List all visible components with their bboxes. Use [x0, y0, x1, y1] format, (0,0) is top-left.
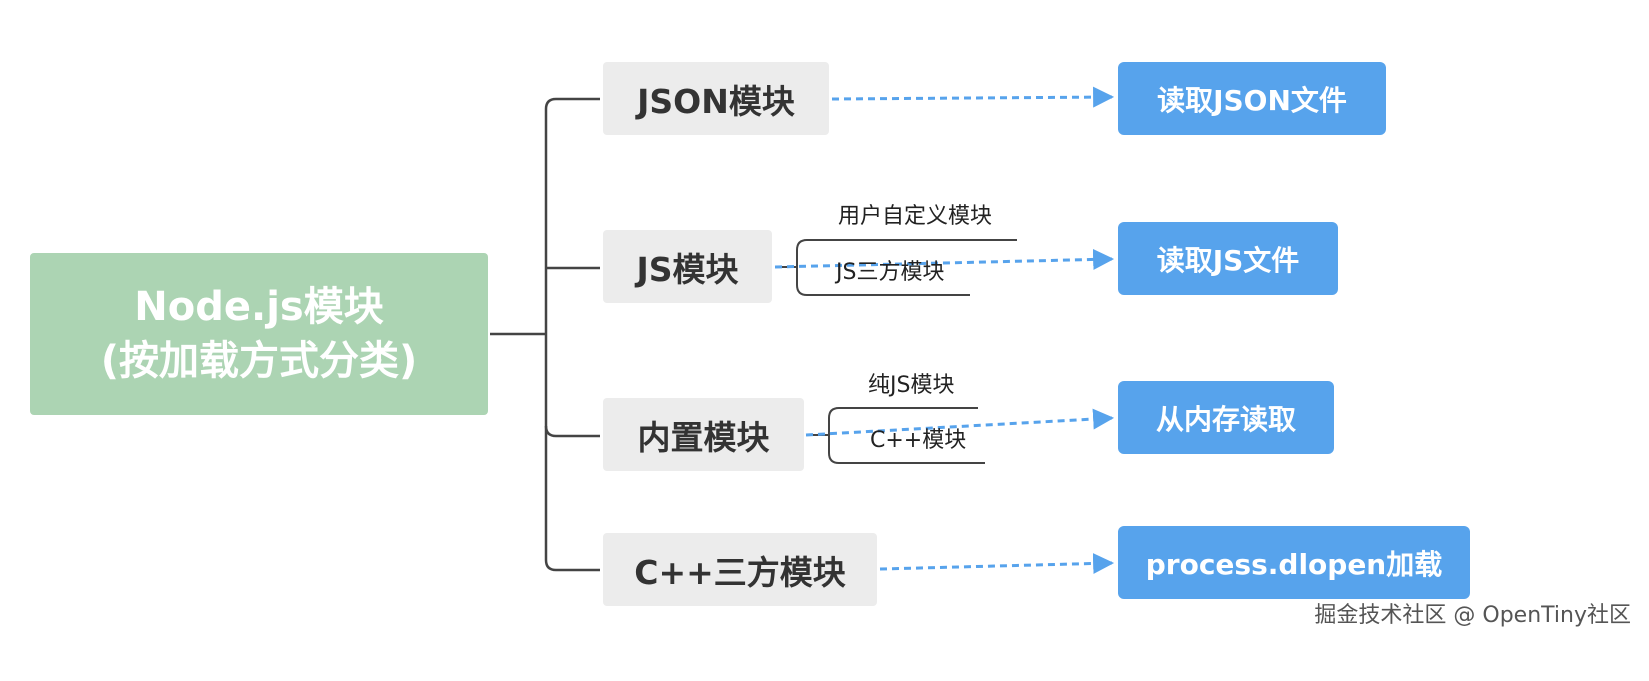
- watermark-text: 掘金技术社区 @ OpenTiny社区: [1314, 603, 1631, 628]
- category-label: 内置模块: [637, 417, 770, 457]
- result-read-from-memory: 从内存读取: [1118, 381, 1334, 454]
- category-js-module: JS模块: [603, 230, 772, 303]
- arrow-cpp: [879, 552, 1115, 574]
- subtype-cpp: C++模块: [870, 428, 967, 453]
- category-builtin-module: 内置模块: [603, 398, 804, 471]
- subtype-user-defined: 用户自定义模块: [838, 204, 993, 229]
- subtype-pure-js: 纯JS模块: [868, 373, 955, 398]
- category-json-module: JSON模块: [603, 62, 829, 135]
- category-label: JS模块: [636, 249, 739, 289]
- root-node: Node.js模块 (按加载方式分类): [30, 253, 488, 415]
- result-read-js-file: 读取JS文件: [1118, 222, 1338, 295]
- category-cpp-thirdparty-module: C++三方模块: [603, 533, 877, 606]
- result-label: 读取JSON文件: [1157, 83, 1347, 117]
- arrow-builtin: [805, 408, 1115, 437]
- result-dlopen-load: process.dlopen加载: [1118, 526, 1470, 599]
- main-tree-connector: [490, 97, 600, 572]
- subtype-js-thirdparty: JS三方模块: [836, 260, 945, 285]
- root-title: Node.js模块: [134, 284, 384, 330]
- dashed-arrows: [774, 86, 1115, 574]
- root-subtitle: (按加载方式分类): [100, 338, 418, 384]
- result-label: 从内存读取: [1155, 402, 1296, 436]
- category-label: JSON模块: [637, 81, 795, 121]
- category-label: C++三方模块: [634, 552, 846, 592]
- result-label: 读取JS文件: [1156, 243, 1300, 277]
- result-label: process.dlopen加载: [1145, 547, 1443, 581]
- arrow-json: [831, 86, 1115, 108]
- arrow-js: [774, 248, 1115, 270]
- result-read-json-file: 读取JSON文件: [1118, 62, 1386, 135]
